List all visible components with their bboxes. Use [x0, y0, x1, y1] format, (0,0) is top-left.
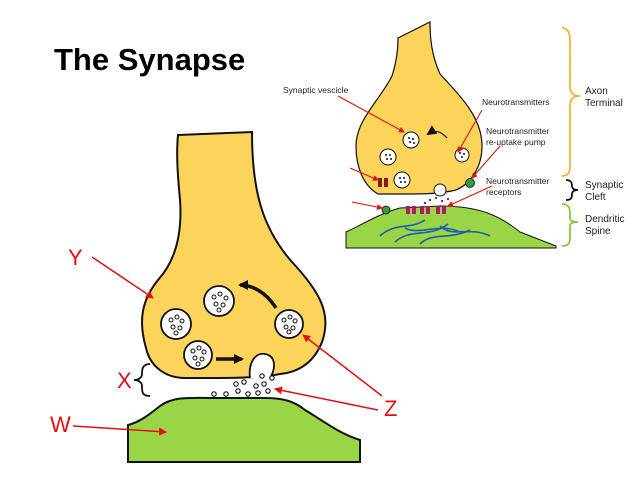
synaptic-cleft-bracket [565, 179, 579, 201]
label-z: Z [384, 396, 397, 421]
inset-cleft-molecules [424, 197, 449, 204]
cleft-neurotransmitters [211, 373, 275, 397]
label-reuptake-line1: Neurotransmitter [486, 126, 549, 136]
inset-arrow-left-upper [349, 167, 379, 181]
inset-vesicle-dots [385, 137, 465, 183]
inset-recycle-arrow [426, 125, 448, 139]
main-vesicles [160, 285, 304, 370]
inset-release-bump [433, 183, 447, 197]
inset-arrow-pump [471, 145, 501, 179]
inset-arrow-vesicle [337, 95, 405, 133]
inset-arrow-left-lower [351, 201, 383, 210]
cleft-brace-x [133, 363, 151, 397]
arrow-z-vesicle [302, 334, 383, 397]
main-diagram: Y X Z W [50, 130, 397, 463]
label-axon: Axon [585, 86, 608, 97]
label-receptors-line1: Neurotransmitter [486, 176, 549, 186]
inset-spine-pump [381, 205, 391, 215]
inset-arrow-receptors [447, 185, 493, 207]
vesicle-neurotransmitter-dots [168, 291, 298, 367]
label-reuptake-line2: re-uptake pump [486, 137, 546, 147]
inset-arrows [337, 95, 501, 210]
vesicle-left [160, 308, 192, 340]
label-cleft: Cleft [585, 192, 606, 203]
arrow-z-molecules [274, 386, 379, 411]
label-receptors-line2: receptors [486, 187, 521, 197]
inset-diagram: Synaptic vescicle Neurotransmitters Neur… [283, 21, 557, 249]
axon-terminal-y [141, 130, 327, 379]
label-terminal: Terminal [585, 98, 623, 109]
inset-receptors [378, 178, 446, 214]
vesicle-top [203, 285, 235, 317]
inset-spine-fibers [379, 219, 491, 245]
recycle-arrow [238, 280, 278, 309]
inset-reuptake-pump [465, 178, 475, 188]
vesicle-right [274, 309, 304, 339]
inset-arrow-neurotransmitters [457, 109, 483, 153]
label-neurotransmitters: Neurotransmitters [482, 97, 550, 107]
inset-brackets: Axon Terminal Synaptic Cleft Dendritic S… [561, 27, 624, 247]
dendritic-spine-bracket [561, 203, 579, 247]
label-dendritic: Dendritic [585, 214, 624, 225]
arrow-w [72, 425, 167, 436]
label-w: W [50, 412, 71, 437]
arrow-y [91, 256, 154, 299]
label-synaptic-vesicle: Synaptic vescicle [283, 85, 348, 95]
axon-terminal-bracket [561, 27, 581, 177]
page-title: The Synapse [54, 42, 246, 77]
label-spine: Spine [585, 226, 611, 237]
label-synaptic: Synaptic [585, 180, 623, 191]
dendrite-w [127, 396, 361, 463]
label-y: Y [68, 245, 83, 270]
release-vesicle [248, 352, 275, 379]
label-x: X [117, 368, 132, 393]
vesicle-bottom [183, 340, 213, 370]
